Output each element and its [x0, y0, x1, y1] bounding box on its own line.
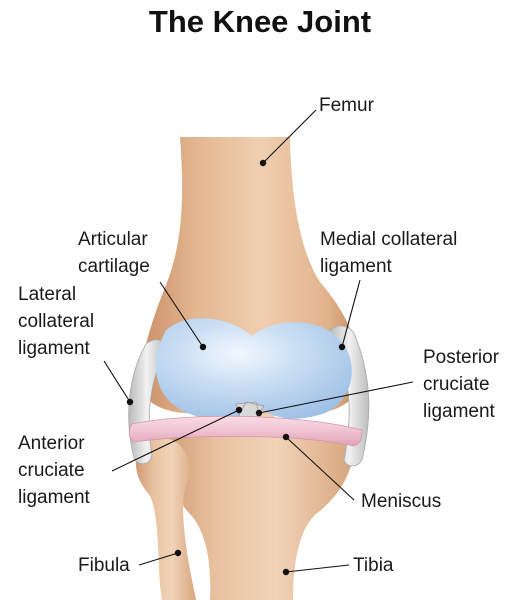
label-femur-line-1: Femur — [319, 95, 374, 116]
label-lateral-collateral-ligament-line-3: ligament — [18, 338, 90, 359]
label-meniscus-line-1: Meniscus — [361, 491, 442, 512]
anterior-cruciate-leader-line — [111, 409, 240, 472]
posterior-cruciate-dot — [255, 409, 263, 417]
articular-cartilage — [155, 318, 352, 421]
meniscus-leader-line — [285, 436, 355, 501]
label-lateral-collateral-ligament: Lateral collateral ligament — [18, 281, 94, 362]
femur-leader-line — [262, 109, 317, 164]
tibia-leader-line — [285, 564, 350, 573]
femur-dot — [259, 159, 267, 167]
lateral-collateral-leader-line — [103, 360, 131, 403]
medial-collateral-leader-line — [341, 279, 361, 348]
label-tibia-line-1: Tibia — [353, 555, 394, 576]
label-lateral-collateral-ligament-line-2: collateral — [18, 311, 95, 332]
meniscus — [128, 415, 363, 447]
label-lateral-collateral-ligament-line-1: Lateral — [18, 284, 77, 305]
label-articular-cartilage-line-2: cartilage — [78, 256, 150, 277]
label-medial-collateral-ligament-line-2: ligament — [320, 256, 392, 277]
label-articular-cartilage-line-1: Articular — [78, 229, 148, 250]
label-meniscus: Meniscus — [361, 488, 441, 515]
label-posterior-cruciate-ligament-line-2: cruciate — [423, 374, 490, 395]
label-anterior-cruciate-ligament-line-3: ligament — [18, 487, 90, 508]
label-medial-collateral-ligament: Medial collateral ligament — [320, 226, 457, 280]
diagram-title: The Knee Joint — [148, 4, 372, 39]
leader-lines — [103, 109, 414, 573]
articular-cartilage-dot — [199, 343, 207, 351]
lateral-collateral-dot — [126, 398, 134, 406]
label-fibula-line-1: Fibula — [78, 555, 130, 576]
articular-cartilage-leader-line — [159, 281, 204, 348]
label-anterior-cruciate-ligament-line-1: Anterior — [18, 433, 85, 454]
leader-dots — [126, 159, 346, 576]
fibula-leader-line — [138, 552, 179, 566]
label-fibula: Fibula — [78, 552, 130, 579]
tibia-bone — [160, 420, 354, 600]
label-medial-collateral-ligament-line-1: Medial collateral — [320, 229, 458, 250]
tibia-dot — [282, 568, 290, 576]
label-posterior-cruciate-ligament-line-3: ligament — [423, 401, 495, 422]
fibula-dot — [174, 549, 182, 557]
medial-collateral-dot — [338, 343, 346, 351]
label-articular-cartilage: Articular cartilage — [78, 226, 150, 280]
label-anterior-cruciate-ligament: Anterior cruciate ligament — [18, 430, 90, 511]
label-anterior-cruciate-ligament-line-2: cruciate — [18, 460, 85, 481]
label-tibia: Tibia — [353, 552, 393, 579]
label-posterior-cruciate-ligament: Posterior cruciate ligament — [423, 344, 499, 425]
label-femur: Femur — [319, 92, 374, 119]
anterior-cruciate-dot — [235, 406, 243, 414]
fibula-bone — [135, 437, 196, 600]
posterior-cruciate-leader-line — [258, 381, 414, 414]
meniscus-dot — [282, 433, 290, 441]
label-posterior-cruciate-ligament-line-1: Posterior — [423, 347, 500, 368]
